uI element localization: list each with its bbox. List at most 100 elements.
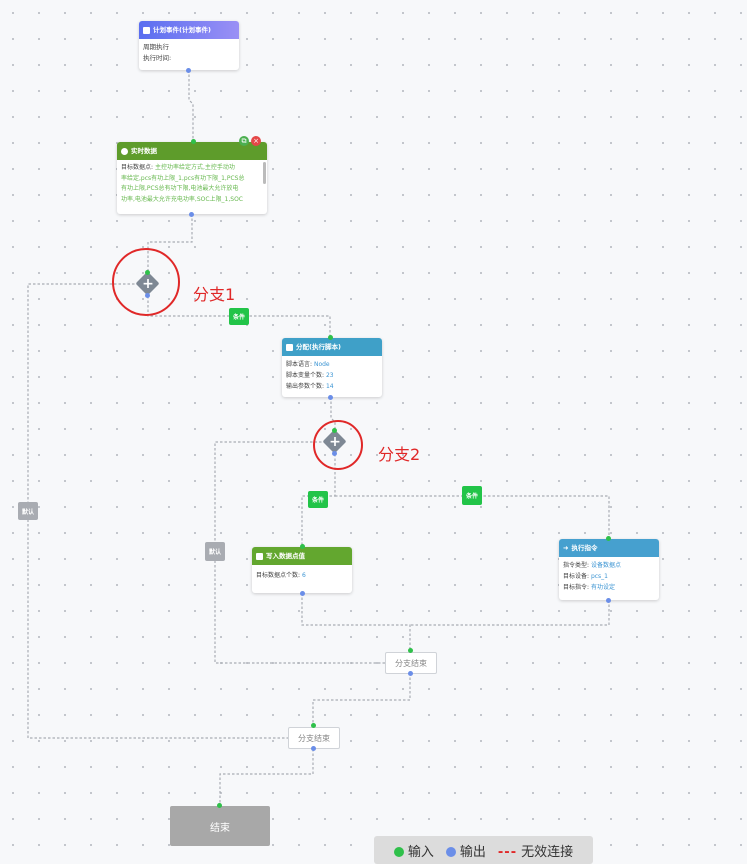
output-port[interactable] xyxy=(300,591,305,596)
script-vars-label: 脚本变量个数: xyxy=(286,372,325,379)
script-node-header: 分配(执行脚本) xyxy=(282,338,382,356)
write-row-count: 目标数据点个数: 6 xyxy=(256,570,348,581)
input-port[interactable] xyxy=(217,803,222,808)
command-target-label: 目标指令: xyxy=(563,584,590,591)
script-language-value: Node xyxy=(313,361,330,368)
command-device-label: 目标设备: xyxy=(563,573,590,580)
script-row-vars: 脚本变量个数: 23 xyxy=(286,370,378,381)
default-tag[interactable]: 默认 xyxy=(18,502,38,520)
realtime-scrollbar[interactable] xyxy=(263,162,266,184)
plus-icon: + xyxy=(142,276,154,292)
output-port[interactable] xyxy=(311,746,316,751)
realtime-values: 目标数据点: 主控功率给定方式,主控手动功 率给定,pcs有功上限_1,pcs有… xyxy=(121,163,263,205)
input-port[interactable] xyxy=(145,270,150,275)
realtime-value-line-3: 有功上限,PCS总有功下限,电池最大允许放电 xyxy=(121,185,239,192)
script-node-body: 脚本语言: Node 脚本变量个数: 23 输出参数个数: 14 xyxy=(282,356,382,395)
legend: 输入 输出 ---无效连接 xyxy=(374,836,593,864)
branch1-node[interactable]: + xyxy=(135,270,160,298)
calendar-icon xyxy=(143,26,150,34)
branch2-label: 分支2 xyxy=(378,445,421,464)
output-dot-icon xyxy=(445,846,456,857)
legend-input: 输入 xyxy=(393,841,434,860)
wire-inner-outer xyxy=(312,673,411,727)
realtime-node-header: 实时数据 xyxy=(117,142,267,160)
realtime-node-body: 目标数据点: 主控功率给定方式,主控手动功 率给定,pcs有功上限_1,pcs有… xyxy=(117,160,267,212)
script-outputs-value: 14 xyxy=(325,383,334,390)
wire-branch1-condition xyxy=(147,296,331,338)
command-type-value: 设备数据点 xyxy=(590,562,621,569)
condition-tag[interactable]: 条件 xyxy=(462,486,482,505)
command-node-title: 执行指令 xyxy=(571,543,598,552)
write-node-body: 目标数据点个数: 6 xyxy=(252,565,352,584)
input-port[interactable] xyxy=(332,428,337,433)
output-port[interactable] xyxy=(145,293,150,298)
branch2-highlight-circle xyxy=(313,420,363,470)
command-node-body: 指令类型: 设备数据点 目标设备: pcs_1 目标指令: 有功设定 xyxy=(559,557,659,596)
wire-branch2-command xyxy=(335,495,610,539)
output-port[interactable] xyxy=(189,212,194,217)
input-port[interactable] xyxy=(408,648,413,653)
realtime-target-label: 目标数据点: xyxy=(121,164,154,171)
end-node[interactable]: 结束 xyxy=(170,806,270,846)
command-node-header: ➜ 执行指令 xyxy=(559,539,659,557)
output-port[interactable] xyxy=(328,395,333,400)
command-row-target: 目标指令: 有功设定 xyxy=(563,582,655,593)
output-port[interactable] xyxy=(332,451,337,456)
legend-invalid: ---无效连接 xyxy=(498,841,573,860)
wire-write-end xyxy=(301,593,411,652)
input-port[interactable] xyxy=(300,544,305,549)
command-row-device: 目标设备: pcs_1 xyxy=(563,571,655,582)
wire-branch1-default xyxy=(27,283,288,739)
default-tag[interactable]: 默认 xyxy=(205,542,225,561)
wire-script-branch2 xyxy=(330,397,336,430)
code-icon xyxy=(286,343,293,351)
realtime-value-line-2: 率给定,pcs有功上限_1,pcs有功下限_1,PCS总 xyxy=(121,174,245,182)
realtime-data-node[interactable]: 实时数据 目标数据点: 主控功率给定方式,主控手动功 率给定,pcs有功上限_1… xyxy=(117,136,267,217)
wire-schedule-realtime xyxy=(188,70,194,142)
dashed-line-icon: --- xyxy=(497,844,518,860)
input-port[interactable] xyxy=(606,536,611,541)
legend-input-label: 输入 xyxy=(407,844,434,860)
condition-tag[interactable]: 条件 xyxy=(308,491,328,508)
schedule-line-2: 执行时间: xyxy=(143,54,172,62)
command-row-type: 指令类型: 设备数据点 xyxy=(563,560,655,571)
schedule-event-node[interactable]: 计划事件(计划事件) 周期执行 执行时间: xyxy=(139,21,239,73)
wire-command-end xyxy=(410,600,610,626)
input-dot-icon xyxy=(393,846,404,857)
input-port[interactable] xyxy=(328,335,333,340)
legend-output-label: 输出 xyxy=(459,844,486,860)
condition-tag[interactable]: 条件 xyxy=(229,308,249,325)
script-row-outputs: 输出参数个数: 14 xyxy=(286,381,378,392)
copy-icon[interactable]: ⧉ xyxy=(239,136,249,146)
write-node-header: 写入数据点值 xyxy=(252,547,352,565)
realtime-node-title: 实时数据 xyxy=(131,146,157,155)
script-vars-value: 23 xyxy=(325,372,334,379)
write-node-title: 写入数据点值 xyxy=(266,551,305,560)
branch1-label: 分支1 xyxy=(193,285,236,304)
script-node-title: 分配(执行脚本) xyxy=(296,342,341,351)
execute-command-node[interactable]: ➜ 执行指令 指令类型: 设备数据点 目标设备: pcs_1 目标指令: 有功设… xyxy=(559,536,659,603)
script-row-language: 脚本语言: Node xyxy=(286,359,378,370)
close-icon[interactable]: × xyxy=(251,136,261,146)
write-count-label: 目标数据点个数: xyxy=(256,572,301,579)
input-port[interactable] xyxy=(191,139,196,144)
output-port[interactable] xyxy=(186,68,191,73)
schedule-line-1: 周期执行 xyxy=(143,43,169,51)
schedule-node-title: 计划事件(计划事件) xyxy=(153,25,211,34)
output-port[interactable] xyxy=(606,598,611,603)
script-node[interactable]: 分配(执行脚本) 脚本语言: Node 脚本变量个数: 23 输出参数个数: 1… xyxy=(282,335,382,400)
script-outputs-label: 输出参数个数: xyxy=(286,383,325,390)
branch1-highlight-circle xyxy=(112,248,180,316)
command-device-value: pcs_1 xyxy=(590,573,609,580)
realtime-value-line-1: 主控功率给定方式,主控手动功 xyxy=(154,164,235,171)
schedule-node-header: 计划事件(计划事件) xyxy=(139,21,239,39)
branch2-node[interactable]: + xyxy=(322,428,347,456)
command-target-value: 有功设定 xyxy=(590,584,615,591)
write-data-node[interactable]: 写入数据点值 目标数据点个数: 6 xyxy=(252,544,352,596)
wire-outer-final xyxy=(219,749,314,806)
input-port[interactable] xyxy=(311,723,316,728)
output-port[interactable] xyxy=(408,671,413,676)
command-type-label: 指令类型: xyxy=(563,562,590,569)
legend-output: 输出 xyxy=(445,841,486,860)
